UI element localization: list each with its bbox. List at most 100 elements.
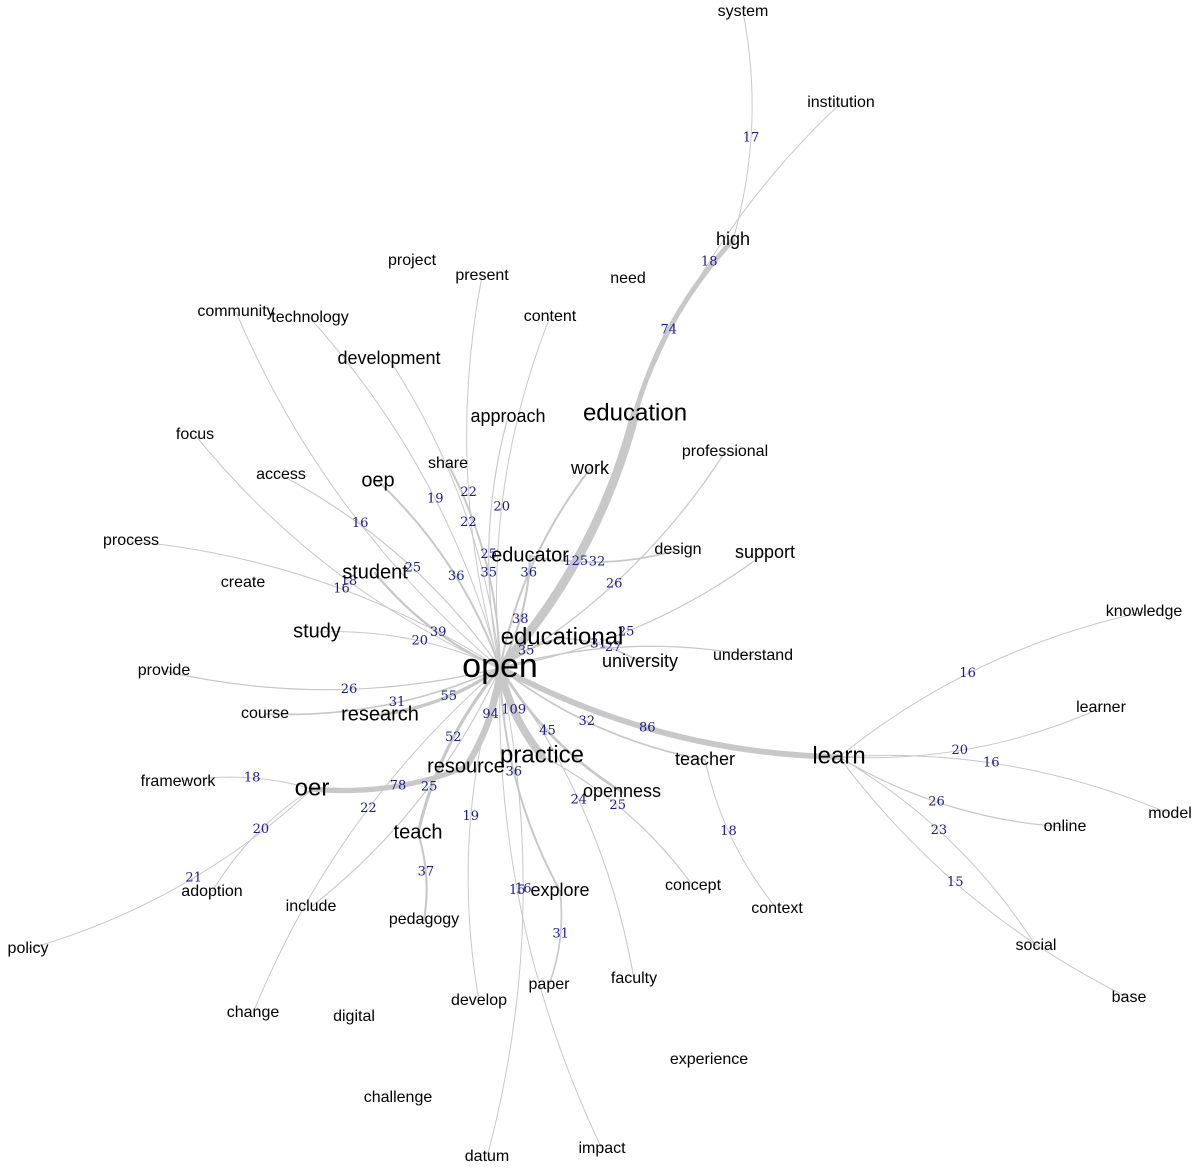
- edge-open-include: [310, 667, 501, 908]
- edge-open-datum: [486, 667, 524, 1158]
- word-approach: approach: [470, 406, 545, 426]
- edge-weight-open-education: 125: [563, 554, 588, 569]
- word-student: student: [342, 561, 408, 583]
- edge-weight-open-develop: 19: [463, 809, 480, 824]
- edge-weight-learn-social: 23: [931, 823, 948, 838]
- edge-weight-open-content: 20: [493, 500, 510, 515]
- word-base: base: [1112, 989, 1147, 1006]
- edge-open-oep: [377, 480, 501, 669]
- word-institution: institution: [807, 94, 875, 111]
- edge-open-course: [264, 667, 501, 716]
- word-faculty: faculty: [611, 970, 657, 987]
- edge-open-community: [235, 311, 501, 669]
- edge-weight-open-student: 39: [430, 625, 447, 640]
- word-need: need: [610, 270, 646, 287]
- edge-weight-open-present: 22: [460, 485, 477, 500]
- edge-open-process: [130, 540, 501, 669]
- edge-weight-open-educational: 35: [518, 643, 535, 658]
- word-layer: openeducationlearnpracticeeducationaloer…: [8, 3, 1192, 1165]
- edge-weight-open-faculty: 24: [571, 793, 588, 808]
- word-impact: impact: [578, 1140, 626, 1157]
- edge-weight-teach-pedagogy: 37: [418, 864, 435, 879]
- edge-weight-teacher-context: 18: [720, 824, 737, 839]
- word-course: course: [241, 705, 289, 722]
- word-education: education: [583, 399, 687, 426]
- edge-open-resource: [462, 664, 504, 771]
- edge-learn-knowledge: [838, 611, 1145, 758]
- word-technology: technology: [271, 309, 348, 326]
- edge-learn-social: [838, 756, 1037, 947]
- edge-learn-learner: [838, 707, 1102, 759]
- edge-weight-open-technology: 19: [427, 492, 444, 507]
- edge-learn-base: [838, 756, 1130, 999]
- word-context: context: [751, 900, 803, 917]
- edge-open-teach: [416, 666, 502, 835]
- word-research: research: [341, 703, 419, 725]
- edge-oer-adoption: [211, 788, 313, 893]
- word-experience: experience: [670, 1051, 748, 1068]
- edge-weight-high-system: 17: [743, 131, 760, 146]
- word-challenge: challenge: [364, 1089, 433, 1106]
- word-create: create: [221, 574, 266, 591]
- edge-open-research: [378, 666, 502, 717]
- edge-weight-open-development: 22: [460, 515, 477, 530]
- edge-weight-explore-paper: 31: [552, 927, 569, 942]
- edge-open-development: [388, 358, 501, 669]
- edge-weight-open-research: 55: [441, 689, 458, 704]
- edge-resource-oer: [309, 764, 469, 794]
- word-work: work: [570, 458, 610, 478]
- edge-explore-paper: [548, 890, 563, 986]
- word-datum: datum: [465, 1148, 509, 1165]
- word-digital: digital: [333, 1008, 375, 1025]
- edge-open-openness: [498, 666, 624, 794]
- edge-open-technology: [309, 317, 501, 669]
- edge-weight-learn-learner: 20: [952, 743, 969, 758]
- edge-open-provide: [163, 667, 501, 691]
- edge-weight-open-work: 36: [520, 566, 537, 581]
- edge-open-present: [466, 275, 501, 669]
- edge-weight-open-datum: 16: [515, 881, 532, 896]
- edge-weight-learn-base: 15: [947, 875, 964, 890]
- edge-weight-oer-adoption: 20: [253, 822, 270, 837]
- edge-weight-open-explore: 36: [506, 764, 523, 779]
- word-educator: educator: [491, 544, 569, 566]
- word-learner: learner: [1076, 699, 1126, 716]
- edge-open-education: [495, 409, 640, 673]
- word-include: include: [286, 898, 337, 915]
- edge-oer-framework: [177, 776, 313, 790]
- edge-weight-open-teach: 52: [445, 730, 462, 745]
- word-support: support: [735, 542, 795, 562]
- edge-open-professional: [499, 451, 726, 669]
- word-teacher: teacher: [675, 749, 735, 769]
- edge-weight-open-resource: 94: [482, 707, 499, 722]
- word-teach: teach: [394, 821, 443, 843]
- edge-weight-oer-policy: 21: [185, 870, 202, 885]
- word-professional: professional: [682, 443, 768, 460]
- edge-weight-educator-design: 32: [589, 555, 606, 570]
- word-concept: concept: [665, 877, 722, 894]
- edge-educator-design: [529, 549, 679, 563]
- word-openness: openness: [583, 781, 661, 801]
- edge-weight-open-course: 31: [389, 695, 406, 710]
- edge-learn-online: [838, 756, 1066, 828]
- word-oer: oer: [295, 774, 330, 801]
- edge-open-learn: [497, 665, 842, 760]
- word-development: development: [337, 348, 440, 368]
- word-online: online: [1044, 818, 1087, 835]
- word-practice: practice: [500, 741, 584, 768]
- word-adoption: adoption: [181, 883, 242, 900]
- edge-weight-open-understand: 27: [605, 640, 622, 655]
- edge-weight-open-educator: 38: [512, 612, 529, 627]
- edge-open-approach: [488, 416, 509, 669]
- edge-weight-open-support: 25: [618, 625, 635, 640]
- word-resource: resource: [427, 755, 505, 777]
- edge-weight-learn-online: 26: [928, 794, 945, 809]
- edge-weight-layer: 1257417181099486785255383532313639203136…: [185, 131, 999, 942]
- word-study: study: [293, 620, 341, 642]
- edge-weight-open-oep: 36: [448, 569, 465, 584]
- word-change: change: [227, 1004, 280, 1021]
- edge-open-share: [447, 463, 501, 669]
- edge-weight-open-impact: 15: [509, 883, 526, 898]
- edge-weight-learn-model: 16: [983, 756, 1000, 771]
- edge-education-high: [632, 237, 736, 417]
